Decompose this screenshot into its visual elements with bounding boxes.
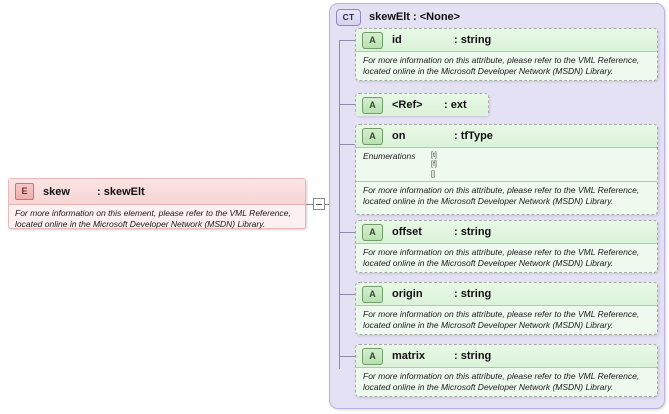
- connector-line-left: [306, 203, 314, 205]
- attribute-box-offset[interactable]: A offset : string For more information o…: [355, 220, 658, 273]
- attribute-type: : tfType: [454, 130, 493, 142]
- complextype-title: skewElt : <None>: [369, 11, 461, 23]
- attribute-icon: A: [362, 285, 383, 303]
- attribute-documentation: For more information on this attribute, …: [356, 306, 657, 331]
- attribute-box-id[interactable]: A id : string For more information on th…: [355, 28, 658, 81]
- attribute-box-matrix[interactable]: A matrix : string For more information o…: [355, 344, 658, 397]
- attribute-doc-line-1: For more information on this attribute, …: [363, 185, 640, 196]
- complextype-icon: CT: [336, 8, 361, 26]
- element-documentation: For more information on this element, pl…: [9, 205, 305, 230]
- attribute-icon: A: [362, 127, 383, 145]
- attribute-icon: A: [362, 347, 383, 365]
- enumerations-block: Enumerations [t] [f] []: [356, 148, 657, 183]
- enumeration-value: [f]: [431, 161, 437, 169]
- tree-branch-matrix: [339, 356, 355, 357]
- element-doc-line-1: For more information on this element, pl…: [15, 208, 291, 218]
- element-type: : skewElt: [97, 185, 145, 198]
- attribute-doc-line-1: For more information on this attribute, …: [363, 247, 640, 257]
- attribute-type: : string: [454, 350, 492, 362]
- enumerations-values: [t] [f] []: [431, 151, 437, 179]
- attribute-name: origin: [392, 288, 423, 300]
- attribute-documentation: For more information on this attribute, …: [356, 368, 657, 393]
- attribute-header-ref: A <Ref> : ext: [356, 94, 488, 116]
- attribute-doc-line-1: For more information on this attribute, …: [363, 55, 640, 65]
- attribute-header-id: A id : string: [356, 29, 657, 52]
- attribute-documentation: For more information on this attribute, …: [356, 182, 657, 207]
- attribute-header-on: A on : tfType: [356, 125, 657, 148]
- attribute-doc-line-2: located online in the Microsoft Develope…: [363, 257, 614, 268]
- attribute-header-offset: A offset : string: [356, 221, 657, 244]
- attribute-type: : string: [454, 226, 492, 238]
- attribute-icon: A: [362, 223, 383, 241]
- tree-branch-offset: [339, 232, 355, 233]
- element-box-skew[interactable]: E skew : skewElt For more information on…: [8, 178, 306, 229]
- tree-trunk-line: [339, 40, 340, 369]
- element-icon: E: [15, 183, 34, 200]
- attribute-icon: A: [362, 96, 383, 114]
- element-doc-line-2: located online in the Microsoft Develope…: [15, 218, 266, 229]
- attribute-doc-line-2: located online in the Microsoft Develope…: [363, 319, 614, 330]
- attribute-doc-line-2: located online in the Microsoft Develope…: [363, 381, 614, 392]
- enumeration-value: [t]: [431, 152, 437, 159]
- attribute-type: : ext: [444, 99, 467, 111]
- attribute-name: on: [392, 130, 406, 142]
- attribute-type: : string: [454, 288, 492, 300]
- attribute-icon: A: [362, 31, 383, 49]
- attribute-box-ref[interactable]: A <Ref> : ext: [355, 93, 489, 116]
- attribute-doc-line-2: located online in the Microsoft Develope…: [363, 196, 614, 207]
- attribute-box-origin[interactable]: A origin : string For more information o…: [355, 282, 658, 335]
- attribute-name: <Ref>: [392, 99, 423, 111]
- tree-branch-ref: [339, 104, 355, 105]
- complextype-container-skewElt: CT skewElt : <None> A id : string For mo…: [329, 3, 665, 409]
- expand-collapse-toggle-icon[interactable]: [313, 198, 325, 210]
- attribute-header-origin: A origin : string: [356, 283, 657, 306]
- attribute-doc-line-2: located online in the Microsoft Develope…: [363, 65, 614, 76]
- attribute-doc-line-1: For more information on this attribute, …: [363, 371, 640, 381]
- tree-branch-id: [339, 40, 355, 41]
- attribute-type: : string: [454, 34, 492, 46]
- attribute-doc-line-1: For more information on this attribute, …: [363, 309, 640, 319]
- element-header: E skew : skewElt: [9, 179, 305, 205]
- attribute-name: offset: [392, 226, 422, 238]
- tree-branch-origin: [339, 294, 355, 295]
- attribute-box-on[interactable]: A on : tfType Enumerations [t] [f] [] Fo…: [355, 124, 658, 215]
- tree-branch-on: [339, 144, 355, 145]
- attribute-header-matrix: A matrix : string: [356, 345, 657, 368]
- element-name: skew: [43, 185, 70, 198]
- attribute-name: id: [392, 34, 402, 46]
- enumerations-label: Enumerations: [363, 151, 416, 161]
- attribute-name: matrix: [392, 350, 426, 362]
- attribute-documentation: For more information on this attribute, …: [356, 244, 657, 269]
- enumeration-value: []: [431, 170, 435, 178]
- complextype-header: CT skewElt : <None>: [336, 8, 460, 26]
- attribute-documentation: For more information on this attribute, …: [356, 52, 657, 77]
